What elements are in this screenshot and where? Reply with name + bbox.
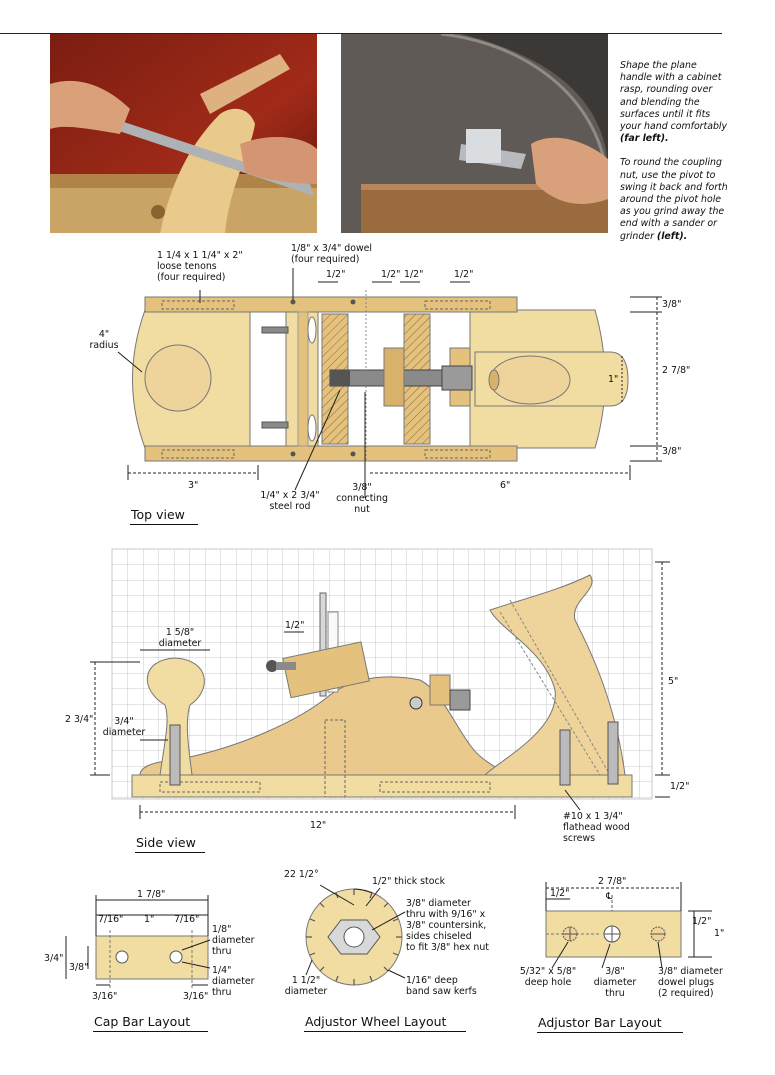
header-rule	[0, 33, 722, 34]
knob-diameter-label: 1 5/8" diameter	[158, 627, 202, 649]
dim-38-bottom: 3/8"	[662, 446, 682, 457]
wheel-diameter-label: 1 1/2" diameter	[284, 975, 328, 997]
wheel-stock-label: 1/2" thick stock	[372, 876, 446, 887]
cap-height-inner: 3/8"	[69, 962, 89, 973]
dim-5in: 5"	[668, 676, 679, 687]
adjustor-bar-underline	[537, 1032, 683, 1033]
top-half-d: 1/2"	[454, 269, 474, 280]
cap-hole2-label: 1/4" diameter thru	[212, 965, 255, 998]
bar-width-total: 2 7/8"	[598, 876, 627, 887]
bar-width-half: 1/2"	[550, 888, 570, 899]
dim-234: 2 3/4"	[65, 714, 94, 725]
top-half-c: 1/2"	[404, 269, 424, 280]
top-view-underline	[130, 524, 198, 525]
dim-278: 2 7/8"	[662, 365, 691, 376]
side-view-title: Side view	[136, 835, 196, 850]
wheel-countersink-label: 3/8" diameter thru with 9/16" x 3/8" cou…	[406, 898, 489, 953]
cap-width-c: 7/16"	[174, 914, 200, 925]
cap-width-total: 1 7/8"	[137, 889, 166, 900]
cap-bottom-left: 3/16"	[92, 991, 118, 1002]
bar-height-1: 1"	[714, 928, 725, 939]
radius-label: 4" radius	[89, 329, 119, 351]
caption-paragraph-2: To round the coupling nut, use the pivot…	[620, 157, 728, 242]
dim-3in: 3"	[188, 480, 199, 491]
cap-height-total: 3/4"	[44, 953, 64, 964]
bar-centerline: ℄	[606, 891, 613, 902]
cap-bar-title: Cap Bar Layout	[94, 1014, 191, 1029]
cap-bottom-right: 3/16"	[183, 991, 209, 1002]
dim-12in: 12"	[310, 820, 327, 831]
top-view-title: Top view	[131, 507, 185, 522]
screws-label: #10 x 1 3/4" flathead wood screws	[563, 811, 630, 844]
dim-6in: 6"	[500, 480, 511, 491]
bar-deep-hole-label: 5/32" x 5/8" deep hole	[519, 966, 577, 988]
bar-height-half: 1/2"	[692, 916, 712, 927]
top-half-a: 1/2"	[326, 269, 346, 280]
connecting-nut-label: 3/8" connecting nut	[336, 482, 388, 515]
tenons-label: 1 1/4 x 1 1/4" x 2" loose tenons (four r…	[157, 250, 243, 283]
photo-rasp	[50, 34, 317, 233]
dim-38-top: 3/8"	[662, 299, 682, 310]
cap-hole1-label: 1/8" diameter thru	[212, 924, 255, 957]
bar-thru-label: 3/8" diameter thru	[593, 966, 637, 999]
adjustor-wheel-underline	[304, 1031, 466, 1032]
dowel-label: 1/8" x 3/4" dowel (four required)	[291, 243, 373, 265]
photo-grinder	[341, 34, 608, 233]
steel-rod-label: 1/4" x 2 3/4" steel rod	[260, 490, 320, 512]
bar-plugs-label: 3/8" diameter dowel plugs (2 required)	[658, 966, 723, 999]
wheel-angle-label: 22 1/2°	[284, 869, 319, 880]
cap-width-a: 7/16"	[98, 914, 124, 925]
photo-caption: Shape the plane handle with a cabinet ra…	[620, 60, 730, 255]
dim-1in: 1"	[608, 374, 619, 385]
top-half-b: 1/2"	[381, 269, 401, 280]
wheel-kerf-label: 1/16" deep band saw kerfs	[406, 975, 477, 997]
caption-paragraph-1: Shape the plane handle with a cabinet ra…	[620, 60, 728, 145]
dim-half-base: 1/2"	[670, 781, 690, 792]
side-view-underline	[135, 852, 205, 853]
knob-34-diameter-label: 3/4" diameter	[102, 716, 146, 738]
side-half-label: 1/2"	[285, 620, 305, 631]
adjustor-wheel-title: Adjustor Wheel Layout	[305, 1014, 447, 1029]
adjustor-bar-title: Adjustor Bar Layout	[538, 1015, 662, 1030]
cap-bar-underline	[93, 1031, 208, 1032]
cap-width-b: 1"	[144, 914, 155, 925]
